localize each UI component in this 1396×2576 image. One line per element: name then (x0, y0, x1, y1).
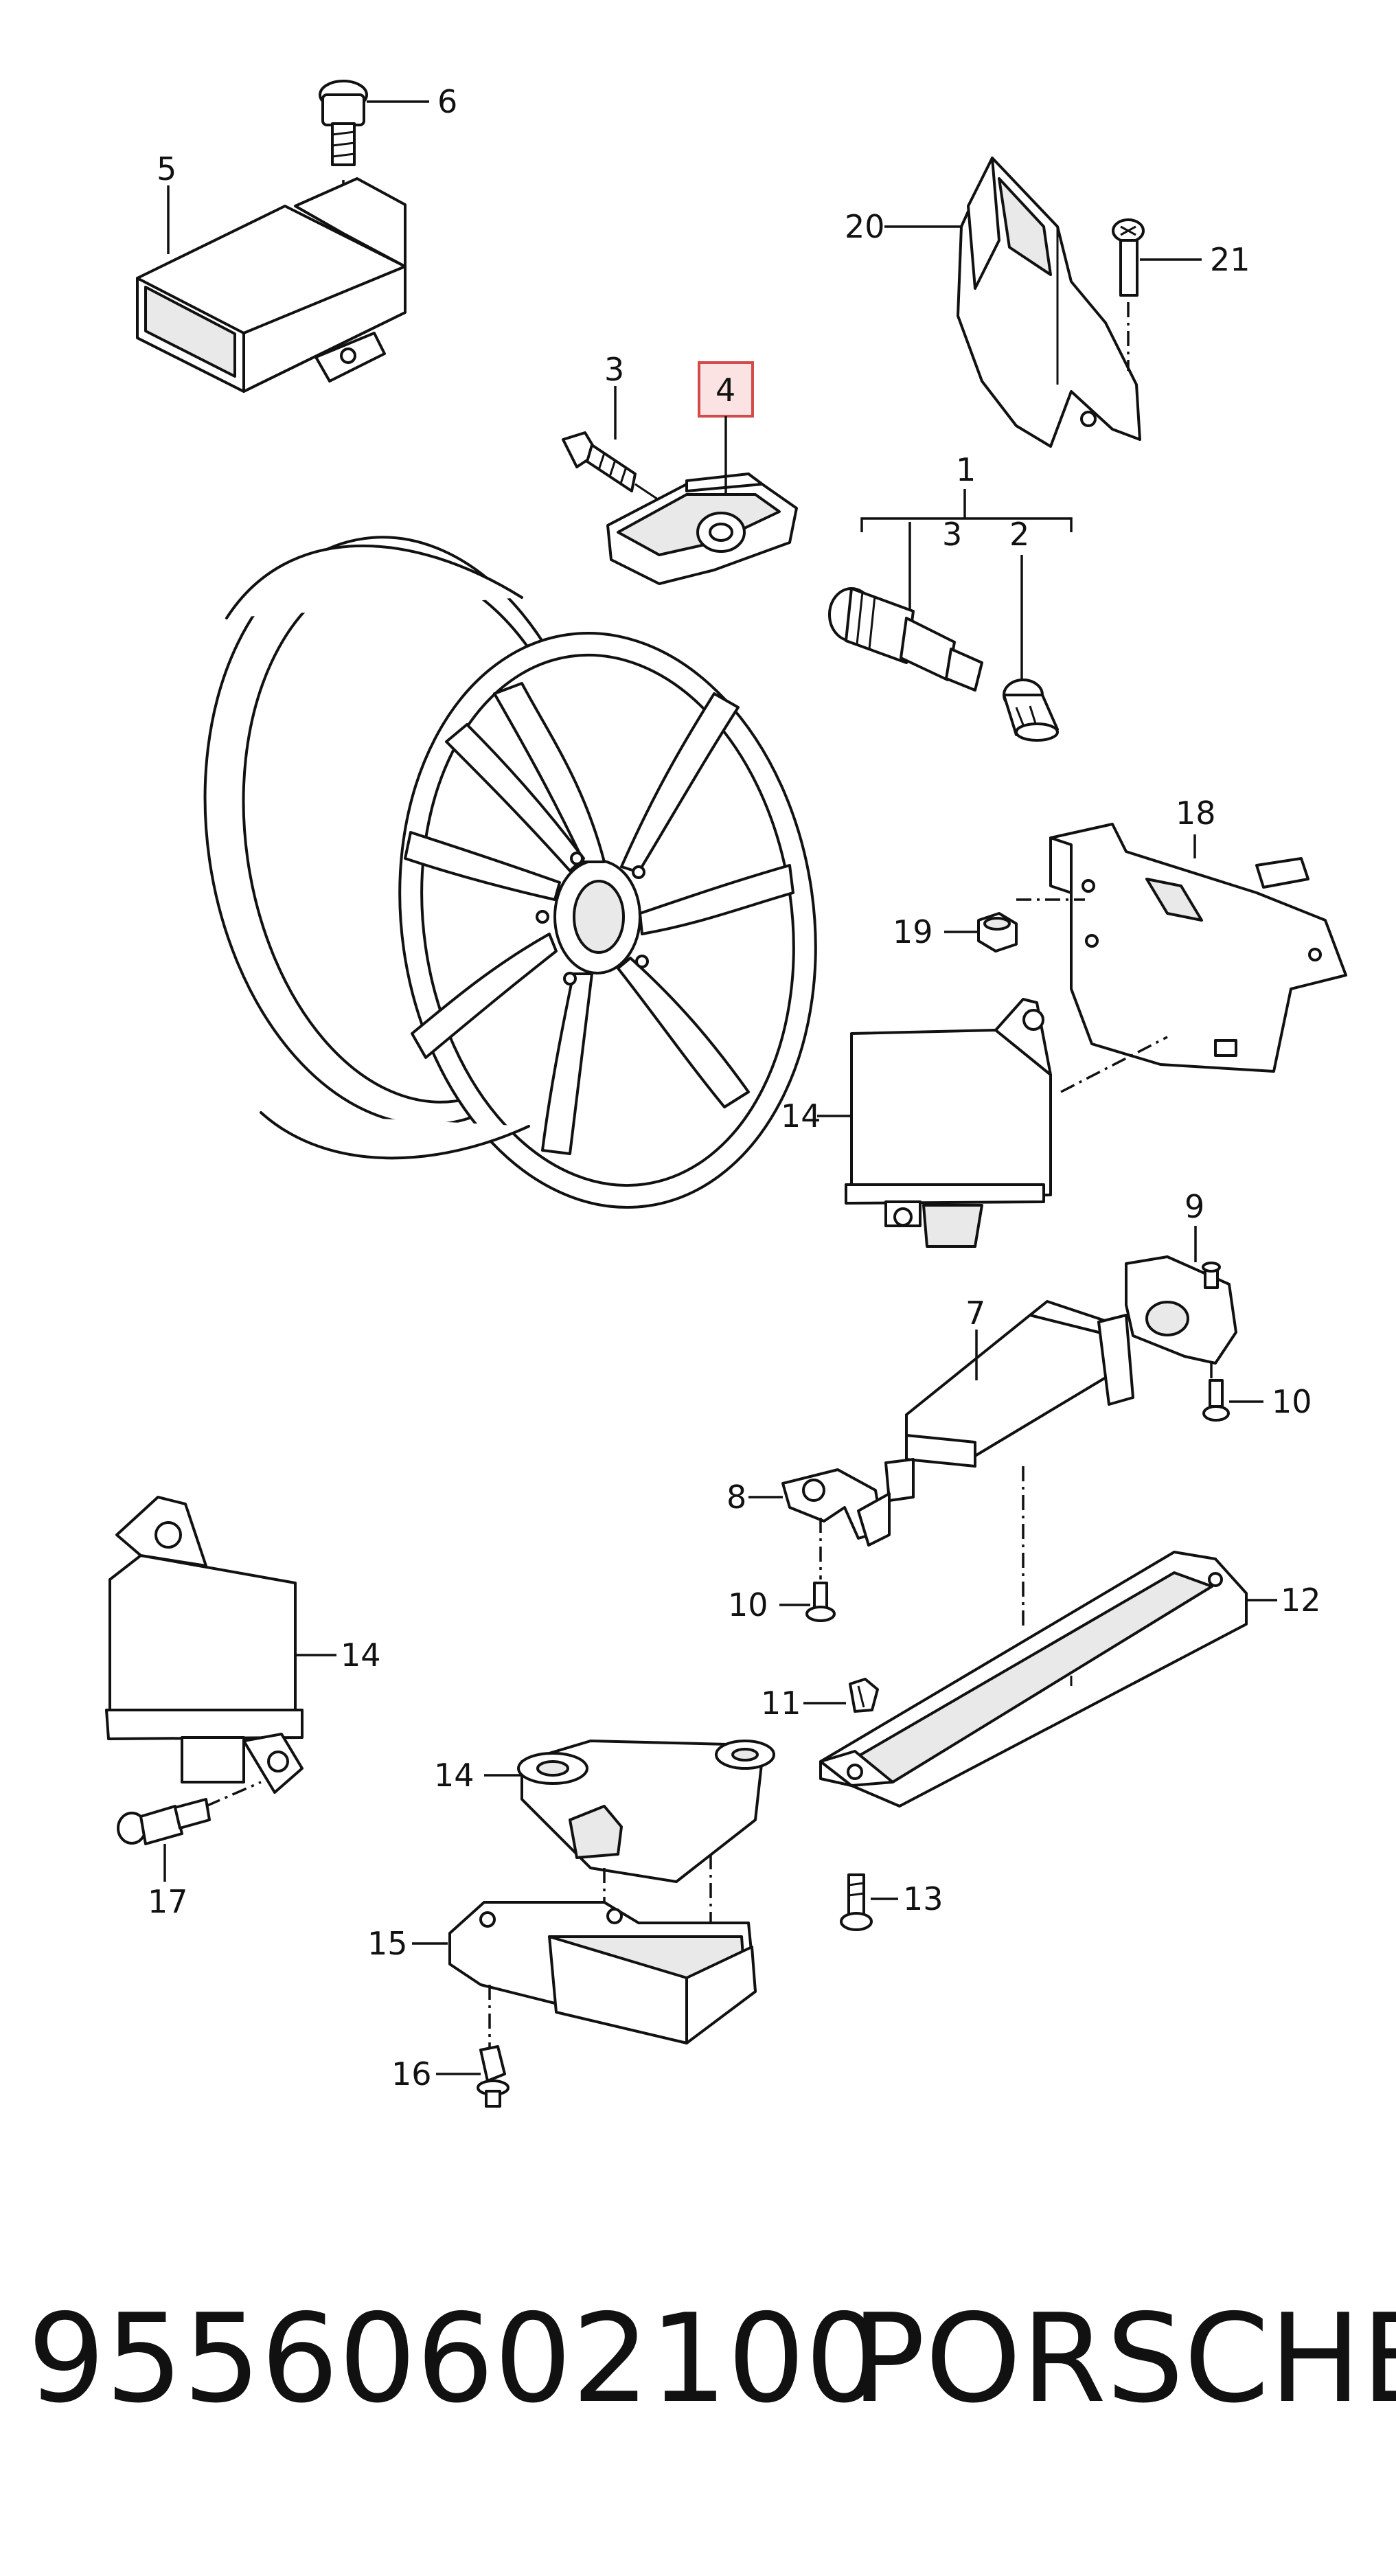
part-14-module-b (105, 1496, 304, 1794)
part-18-bracket (1049, 823, 1347, 1073)
callout-8: 8 (726, 1479, 746, 1516)
part-7-antenna (884, 1300, 1134, 1502)
part-20-bracket (957, 157, 1141, 448)
callout-10-b: 10 (728, 1586, 768, 1623)
part-19-nut (977, 912, 1018, 953)
callout-9: 9 (1185, 1188, 1204, 1225)
callout-3-top: 3 (604, 351, 624, 388)
part-12-cover (819, 1551, 1248, 1808)
group-bracket-1 (860, 517, 1073, 532)
callout-4-highlight-box (698, 361, 754, 418)
callout-5: 5 (157, 150, 176, 187)
dash-17-14 (205, 1781, 262, 1808)
part-9-bracket (1125, 1255, 1237, 1365)
callout-16: 16 (391, 2055, 432, 2093)
dash-14-18 (1060, 1036, 1168, 1093)
callout-10-a: 10 (1272, 1383, 1312, 1420)
part-8-holder (781, 1468, 891, 1547)
part-number-caption: 95560602100 (27, 2288, 883, 2430)
part-13-screw (840, 1873, 873, 1931)
callout-3-valve: 3 (942, 516, 962, 553)
callout-1: 1 (956, 451, 976, 488)
part-14-module-c (517, 1740, 775, 1883)
callout-4: 4 (716, 372, 735, 409)
part-3-valve-stem (828, 587, 983, 692)
part-17-bolt (117, 1798, 211, 1845)
part-21-screw (1112, 218, 1145, 297)
callout-6: 6 (437, 83, 457, 120)
callout-18: 18 (1176, 795, 1216, 832)
callout-14-a: 14 (781, 1097, 821, 1135)
part-15-tray (448, 1901, 757, 2044)
brand-caption: PORSCHE (851, 2288, 1396, 2430)
part-10-screw-a (1202, 1379, 1230, 1422)
part-10-screw-b (805, 1582, 836, 1622)
part-3-screw (562, 431, 637, 492)
part-14-module-a (845, 998, 1052, 1248)
part-16-clip (477, 2045, 510, 2108)
callout-17: 17 (148, 1883, 188, 1920)
callout-12: 12 (1281, 1582, 1321, 1619)
callout-19: 19 (893, 913, 933, 950)
part-2-valve-cap (1003, 679, 1059, 742)
part-6-screw (319, 80, 368, 166)
part-4-tpms-sensor (606, 472, 798, 585)
callout-13: 13 (903, 1880, 943, 1917)
part-11-clip (849, 1678, 879, 1713)
wheel-rim (203, 536, 817, 1209)
callout-15: 15 (367, 1925, 408, 1962)
callout-2: 2 (1009, 516, 1029, 553)
callout-7: 7 (965, 1295, 985, 1332)
callout-14-c: 14 (434, 1757, 474, 1794)
callout-20: 20 (845, 208, 885, 245)
callout-14-b: 14 (341, 1637, 381, 1674)
callout-11: 11 (761, 1685, 801, 1722)
part-5-control-unit (136, 177, 407, 393)
callout-21: 21 (1210, 241, 1250, 278)
